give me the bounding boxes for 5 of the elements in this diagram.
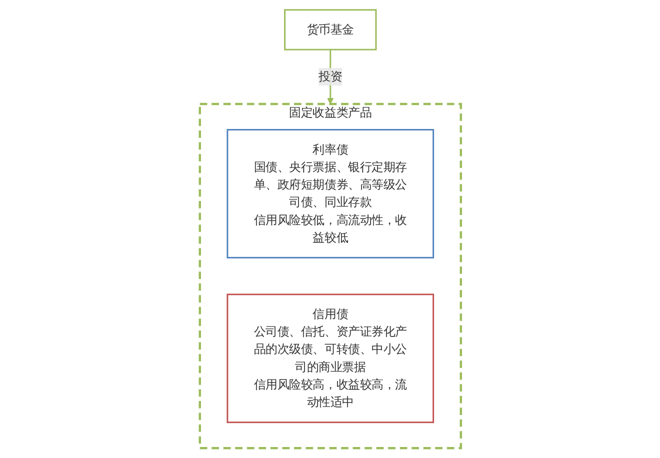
edge-label: 投资 [318, 69, 342, 84]
node-box: 货币基金 [284, 9, 376, 50]
arrow [326, 50, 334, 104]
node-box: 利率债 国债、央行票据、银行定期存单、政府短期债券、高等级公司债、同业存款 信用风险较低，高流动性，收益较低 [226, 129, 434, 258]
node-box: 信用债 公司债、信托、资产证券化产品的次级债、可转债、中小公司的商业票据 信用风险较高，收益较高，流动性适中 [226, 294, 434, 424]
